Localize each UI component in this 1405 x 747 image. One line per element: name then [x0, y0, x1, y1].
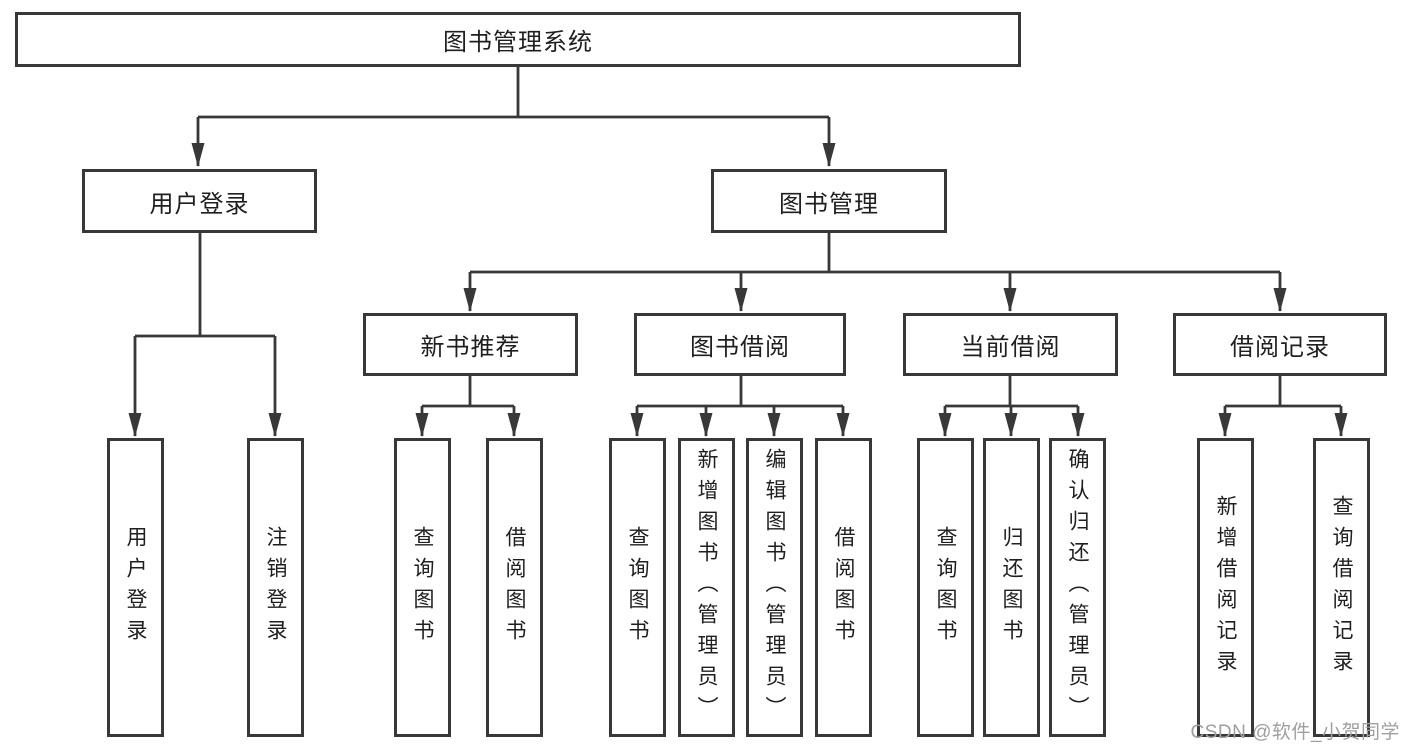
leaf-record-query: 查询借阅记录 [1313, 438, 1370, 737]
node-label: 借阅图书 [832, 525, 855, 650]
node-label: 编辑图书（管理员） [763, 448, 786, 727]
node-label: 借阅记录 [1230, 334, 1330, 361]
node-label: 借阅图书 [503, 525, 526, 650]
node-label: 新增借阅记录 [1214, 494, 1237, 681]
node-label: 图书管理系统 [443, 29, 593, 56]
node-new-book-recommend: 新书推荐 [363, 313, 578, 376]
node-label: 注销登录 [264, 525, 287, 650]
node-current-borrow: 当前借阅 [903, 313, 1118, 376]
node-label: 查询图书 [934, 525, 957, 650]
leaf-current-confirm-return-admin: 确认归还（管理员） [1049, 438, 1106, 737]
node-label: 确认归还（管理员） [1066, 448, 1089, 727]
node-label: 查询图书 [626, 525, 649, 650]
node-label: 新书推荐 [420, 334, 521, 361]
node-label: 图书管理 [779, 190, 879, 218]
node-label: 查询图书 [411, 525, 434, 650]
leaf-recommend-query-book: 查询图书 [394, 438, 451, 737]
node-book-borrow: 图书借阅 [634, 313, 846, 376]
node-label: 查询借阅记录 [1330, 494, 1353, 681]
node-label: 新增图书（管理员） [695, 448, 718, 727]
node-label: 用户登录 [124, 525, 147, 650]
leaf-borrow-borrow-book: 借阅图书 [815, 438, 872, 737]
leaf-current-return-book: 归还图书 [983, 438, 1040, 737]
node-library-management-system: 图书管理系统 [15, 12, 1021, 67]
node-user-login: 用户登录 [82, 169, 317, 233]
leaf-borrow-add-book-admin: 新增图书（管理员） [678, 438, 735, 737]
leaf-borrow-edit-book-admin: 编辑图书（管理员） [746, 438, 803, 737]
node-label: 当前借阅 [960, 334, 1061, 361]
node-borrow-record: 借阅记录 [1173, 313, 1387, 376]
leaf-recommend-borrow-book: 借阅图书 [486, 438, 543, 737]
node-book-management: 图书管理 [711, 169, 947, 233]
leaf-borrow-query-book: 查询图书 [609, 438, 666, 737]
node-label: 图书借阅 [690, 334, 790, 361]
leaf-current-query-book: 查询图书 [917, 438, 974, 737]
csdn-watermark: CSDN @软件_小贺同学 [1190, 722, 1400, 743]
node-label: 归还图书 [1000, 525, 1023, 650]
node-label: 用户登录 [149, 190, 250, 218]
leaf-logout: 注销登录 [247, 438, 304, 737]
leaf-user-login: 用户登录 [107, 438, 164, 737]
leaf-record-add: 新增借阅记录 [1197, 438, 1254, 737]
